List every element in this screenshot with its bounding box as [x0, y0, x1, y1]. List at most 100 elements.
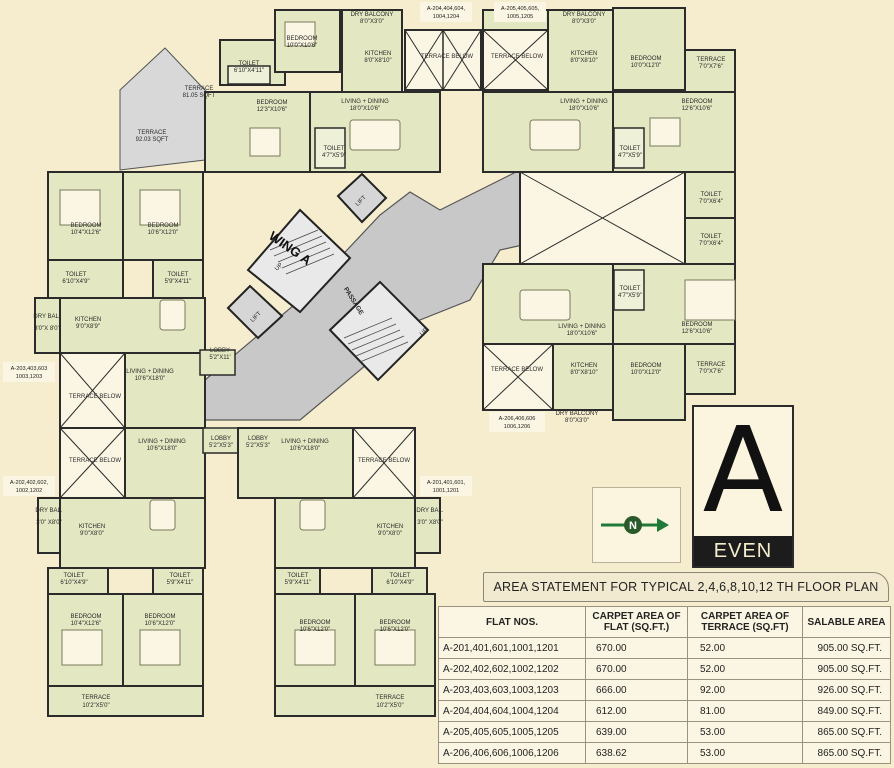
room-label: TOILET — [324, 146, 345, 152]
room-label: TERRACE — [376, 695, 405, 701]
flat-tag-line1: A-205,405,605, — [501, 6, 540, 12]
room-size: 18'0"X10'6" — [569, 106, 600, 112]
room-size: 12'6"X10'6" — [682, 106, 713, 112]
room-label: TOILET — [239, 61, 260, 67]
room-size: 4'7"X5'9" — [322, 153, 346, 159]
room-size: 10'2"X5'0" — [82, 703, 109, 709]
room-size: 12'6"X10'6" — [682, 329, 713, 335]
room-label: TERRACE — [138, 130, 167, 136]
table-header-row: FLAT NOS. CARPET AREA OF FLAT (SQ.FT.) C… — [438, 606, 891, 638]
room-size: 3'0" X8'0" — [417, 520, 443, 526]
flat-tags: A-204,404,604, 1004,1204 A-205,405,605, … — [3, 2, 546, 496]
room-size: 18'0"X10'6" — [350, 106, 381, 112]
room-size: 4'7"X5'9" — [618, 153, 642, 159]
room-size: 10'6"X12'0" — [145, 621, 176, 627]
room-size: 5'2"X5'3" — [246, 443, 270, 449]
terrace-area-cell: 52.00 — [687, 637, 803, 659]
room-label: TOILET — [390, 573, 411, 579]
lobby-label: LOBBY — [211, 436, 231, 442]
room-size: 8'0"X3'0" — [565, 418, 589, 424]
room-label: BEDROOM — [681, 99, 712, 105]
room-size: 5'9"X4'11" — [165, 279, 192, 285]
room-label: TERRACE BELOW — [69, 458, 121, 464]
room-label: KITCHEN — [75, 317, 101, 323]
flat-tag-line2: 1001,1201 — [433, 488, 459, 494]
room-label: KITCHEN — [79, 524, 105, 530]
room-label: 8'0"X3'0" — [572, 19, 596, 25]
room-size: 10'4"X12'6" — [71, 230, 102, 236]
room-labels: DRY BALCONY 8'0"X3'0" BEDROOM 10'0"X10'6… — [33, 12, 725, 709]
room-size: 12'3"X10'6" — [257, 107, 288, 113]
flat-nos-cell: A-201,401,601,1001,1201 — [438, 637, 586, 659]
flat-tag-line1: A-201,401,601, — [427, 480, 466, 486]
flat-tag-line2: 1006,1206 — [504, 424, 530, 430]
room-label: LIVING + DINING — [138, 439, 186, 445]
flat-nos-cell: A-204,404,604,1004,1204 — [438, 700, 586, 722]
room-size: 10'6"X18'0" — [147, 446, 178, 452]
room-size: 6'10"X4'9" — [60, 580, 87, 586]
room-label: KITCHEN — [571, 51, 597, 57]
flat-nos-cell: A-202,402,602,1002,1202 — [438, 658, 586, 680]
carpet-area-cell: 639.00 — [585, 721, 688, 743]
room-size: 5'2"X11' — [209, 355, 230, 361]
salable-area-cell: 905.00 SQ.FT. — [802, 658, 891, 680]
room-size: 5'9"X4'11" — [285, 580, 312, 586]
room-size: 81.05 SQFT — [183, 93, 216, 99]
room-label: BEDROOM — [681, 322, 712, 328]
room-size: 92.03 SQFT — [136, 137, 169, 143]
carpet-area-cell: 670.00 — [585, 637, 688, 659]
room-size: 9'0"X8'0" — [378, 531, 402, 537]
table-row: A-203,403,603,1003,1203 666.00 92.00 926… — [438, 679, 891, 701]
room-label: BEDROOM — [630, 56, 661, 62]
room-size: 8'0"X3'0" — [360, 19, 384, 25]
room-size: 10'2"X5'0" — [376, 703, 403, 709]
north-indicator: N — [592, 487, 681, 563]
room-size: 10'6"X12'0" — [148, 230, 179, 236]
room-label: TERRACE BELOW — [491, 54, 543, 60]
room-label: KITCHEN — [365, 51, 391, 57]
room-label: TOILET — [701, 234, 722, 240]
terrace-area-cell: 81.00 — [687, 700, 803, 722]
terrace-area-cell: 52.00 — [687, 658, 803, 680]
flat-nos-cell: A-205,405,605,1005,1205 — [438, 721, 586, 743]
flat-tag-line2: 1003,1203 — [16, 374, 42, 380]
room-size: 4'7"X5'9" — [618, 293, 642, 299]
stair-up-label: UP — [274, 262, 284, 272]
room-label: KITCHEN — [377, 524, 403, 530]
room-label: TERRACE BELOW — [69, 394, 121, 400]
room-label: TERRACE BELOW — [421, 54, 473, 60]
room-label: DRY BALCONY — [556, 411, 599, 417]
room-size: 10'6"X12'0" — [380, 627, 411, 633]
flat-tag-line1: A-206,406,606 — [499, 416, 536, 422]
room-size: 10'0"X12'0" — [631, 370, 662, 376]
table-row: A-201,401,601,1001,1201 670.00 52.00 905… — [438, 637, 891, 659]
carpet-area-cell: 666.00 — [585, 679, 688, 701]
room-size: 7'0"X6'4" — [699, 241, 723, 247]
core-passage — [204, 169, 591, 421]
room-label: TERRACE — [697, 57, 726, 63]
room-size: 3'0"X 8'0" — [34, 326, 60, 332]
area-statement-title: AREA STATEMENT FOR TYPICAL 2,4,6,8,10,12… — [483, 572, 889, 602]
room-size: 8'0"X8'10" — [570, 370, 597, 376]
column-header: FLAT NOS. — [438, 606, 586, 638]
flat-tag-line2: 1004,1204 — [433, 14, 459, 20]
room-label: TERRACE — [82, 695, 111, 701]
flat-nos-cell: A-206,406,606,1006,1206 — [438, 742, 586, 764]
table-row: A-202,402,602,1002,1202 670.00 52.00 905… — [438, 658, 891, 680]
flat-206 — [482, 171, 736, 421]
room-size: 10'6"X18'0" — [135, 376, 166, 382]
flat-204 — [119, 9, 482, 173]
room-label: TOILET — [168, 272, 189, 278]
flat-tag-line1: A-204,404,604, — [427, 6, 466, 12]
room-size: 3'0" X8'0" — [36, 520, 62, 526]
room-label: LIVING + DINING — [126, 369, 174, 375]
table-row: A-205,405,605,1005,1205 639.00 53.00 865… — [438, 721, 891, 743]
room-size: 10'6"X12'0" — [300, 627, 331, 633]
flat-201 — [237, 427, 441, 717]
room-label: TOILET — [66, 272, 87, 278]
room-label: DRY BAL. — [33, 314, 60, 320]
room-size: 5'2"X5'3" — [209, 443, 233, 449]
wing-letter: A — [702, 401, 784, 539]
room-label: TOILET — [701, 192, 722, 198]
